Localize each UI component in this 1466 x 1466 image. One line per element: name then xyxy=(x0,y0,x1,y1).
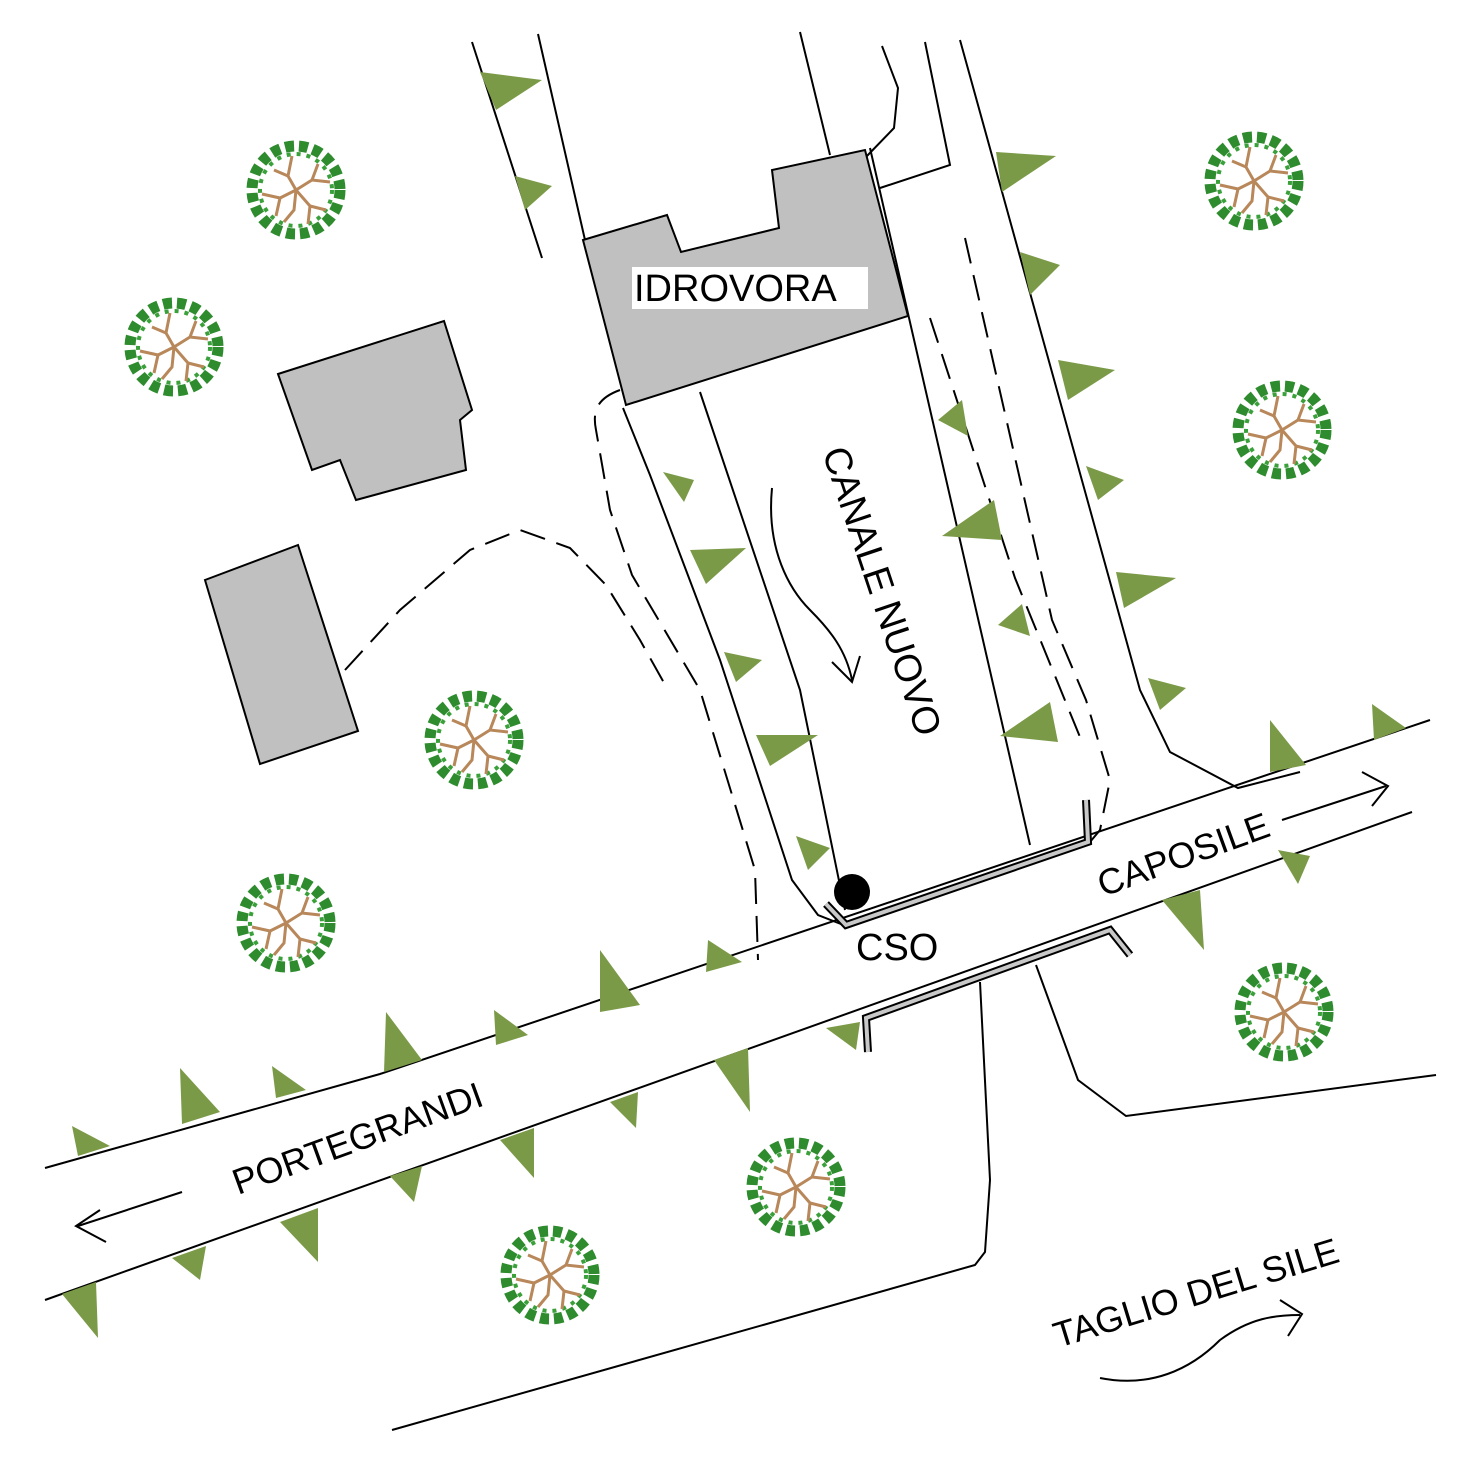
cso-label: CSO xyxy=(856,927,938,969)
buildings xyxy=(203,148,910,766)
tree-icon xyxy=(252,146,340,234)
portegrandi-label: PORTEGRANDI xyxy=(227,1074,489,1203)
tree-icon xyxy=(1210,137,1298,225)
tree-icon xyxy=(1238,386,1326,474)
caposile-arrow-icon xyxy=(1281,785,1387,821)
building-southwest xyxy=(203,543,360,766)
tree-icon xyxy=(130,303,218,391)
idrovora-label: IDROVORA xyxy=(634,268,837,310)
flow-arrows xyxy=(74,487,1390,1382)
tree-icon xyxy=(1240,968,1328,1056)
taglio-del-sile-label: TAGLIO DEL SILE xyxy=(1048,1230,1343,1356)
linework xyxy=(44,31,1437,1431)
tree-icon xyxy=(752,1143,840,1231)
caposile-label: CAPOSILE xyxy=(1092,804,1275,904)
building-west xyxy=(276,319,474,502)
tree-icon xyxy=(242,879,330,967)
canale-nuovo-label: CANALE NUOVO xyxy=(813,442,949,742)
canal-flow-arrow-icon xyxy=(770,487,853,681)
tree-icon xyxy=(506,1231,594,1319)
portegrandi-arrow-icon xyxy=(77,1191,183,1227)
cso-point-icon xyxy=(834,874,870,910)
tree-icon xyxy=(430,696,518,784)
taglio-flow-arrow-icon xyxy=(1099,1314,1301,1382)
idrovora-label-bg xyxy=(632,267,868,309)
grass-tufts xyxy=(62,72,1406,1338)
